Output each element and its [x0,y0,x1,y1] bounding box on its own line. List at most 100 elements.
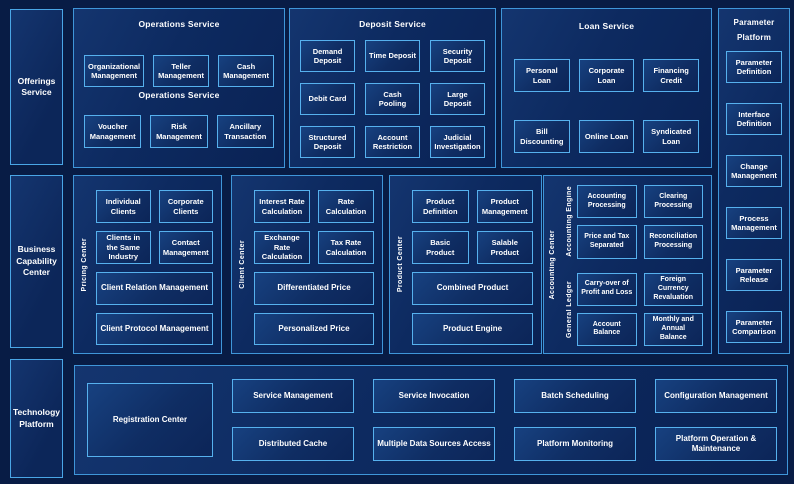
product-center-label: Product Center [396,236,404,293]
client-center-panel: Client Center Interest Rate Calculation … [231,175,383,354]
operations-service-title: Operations Service [138,19,220,29]
box-rate-calculation: Rate Calculation [318,190,374,223]
loan-service-title: Loan Service [578,21,635,31]
box-parameter-release: Parameter Release [726,259,782,291]
pricing-grid: Individual Clients Corporate Clients Cli… [96,190,213,264]
box-financing-credit: Financing Credit [643,59,700,92]
client-grid: Interest Rate Calculation Rate Calculati… [254,190,374,264]
box-platform-monitoring: Platform Monitoring [514,427,636,461]
box-personalized-price: Personalized Price [254,312,374,345]
box-online-loan: Online Loan [578,120,635,153]
box-security-deposit: Security Deposit [430,40,485,72]
box-corporate-clients: Corporate Clients [158,190,213,223]
box-configuration-management: Configuration Management [655,379,777,413]
box-teller-management: Teller Management [153,55,210,87]
box-interface-definition: Interface Definition [726,103,782,135]
box-account-restriction: Account Restriction [365,126,420,158]
box-voucher-management: Voucher Management [84,115,142,148]
box-ancillary-transaction: Ancillary Transaction [216,115,274,148]
box-platform-operation-maintenance: Platform Operation & Maintenance [655,427,777,461]
box-service-invocation: Service Invocation [373,379,495,413]
box-product-management: Product Management [476,190,533,223]
technology-platform-label: Technology Platform [12,407,61,429]
box-registration-center: Registration Center [87,383,213,457]
box-price-and-tax-separated: Price and Tax Separated [577,225,637,259]
box-contact-management: Contact Management [158,231,213,264]
parameter-platform-title-line1: Parameter [733,18,775,27]
box-monthly-and-annual-balance: Monthly and Annual Balance [643,312,703,346]
loan-row-1: Personal Loan Corporate Loan Financing C… [514,59,700,92]
deposit-service-panel: Deposit Service Demand Deposit Time Depo… [289,8,496,168]
box-combined-product: Combined Product [412,272,533,305]
box-client-protocol-management: Client Protocol Management [96,312,213,345]
tech-column-4: Configuration Management Platform Operat… [655,379,777,461]
box-personal-loan: Personal Loan [514,59,570,92]
sidebar-item-business-capability-center: Business Capability Center [10,175,63,348]
sidebar-item-offerings-service: Offerings Service [10,9,63,165]
product-center-panel: Product Center Product Definition Produc… [389,175,542,354]
box-judicial-investigation: Judicial Investigation [430,126,485,158]
tech-column-2: Service Invocation Multiple Data Sources… [373,379,495,461]
box-salable-product: Salable Product [476,231,533,264]
box-parameter-definition: Parameter Definition [726,51,782,83]
operations-row-2: Voucher Management Risk Management Ancil… [84,115,274,148]
box-time-deposit: Time Deposit [365,40,420,72]
box-distributed-cache: Distributed Cache [232,427,354,461]
box-client-relation-management: Client Relation Management [96,272,213,305]
box-tax-rate-calculation: Tax Rate Calculation [318,231,374,264]
product-grid: Product Definition Product Management Ba… [412,190,533,264]
accounting-engine-grid: Accounting Processing Clearing Processin… [577,185,703,259]
business-capability-center-label: Business Capability Center [16,244,57,278]
pricing-center-label: Pricing Center [80,237,88,292]
accounting-center-content: Accounting Engine Accounting Processing … [561,176,711,353]
box-clients-in-the-same-industry: Clients in the Same Industry [96,231,151,264]
pricing-center-label-strip: Pricing Center [74,176,94,353]
tech-column-3: Batch Scheduling Platform Monitoring [514,379,636,461]
box-debit-card: Debit Card [300,83,355,115]
sidebar-item-technology-platform: Technology Platform [10,359,63,478]
box-demand-deposit: Demand Deposit [300,40,355,72]
client-center-content: Interest Rate Calculation Rate Calculati… [252,176,382,353]
box-large-deposit: Large Deposit [430,83,485,115]
general-ledger-group: General Ledger Carry-over of Profit and … [561,272,703,347]
operations-service-panel: Operations Service Organizational Manage… [73,8,285,168]
accounting-center-label-strip: Accounting Center [544,176,561,353]
box-batch-scheduling: Batch Scheduling [514,379,636,413]
box-process-management: Process Management [726,207,782,239]
accounting-engine-label: Accounting Engine [565,186,573,258]
box-product-definition: Product Definition [412,190,469,223]
deposit-service-title: Deposit Service [359,19,426,29]
general-ledger-grid: Carry-over of Profit and Loss Foreign Cu… [577,272,703,346]
parameter-boxes: Parameter Definition Interface Definitio… [726,51,782,343]
client-center-label-strip: Client Center [232,176,252,353]
box-reconciliation-processing: Reconciliation Processing [643,225,703,259]
box-parameter-comparison: Parameter Comparison [726,311,782,343]
accounting-center-label: Accounting Center [549,229,556,300]
box-risk-management: Risk Management [150,115,208,148]
operations-service-mid-label: Operations Service [138,90,220,100]
technology-platform-panel: Registration Center Service Management D… [74,365,788,475]
loan-row-2: Bill Discounting Online Loan Syndicated … [514,120,700,153]
box-cash-management: Cash Management [218,55,274,87]
box-cash-pooling: Cash Pooling [365,83,420,115]
box-syndicated-loan: Syndicated Loan [643,120,700,153]
box-individual-clients: Individual Clients [96,190,151,223]
box-interest-rate-calculation: Interest Rate Calculation [254,190,310,223]
general-ledger-label-strip: General Ledger [561,273,577,347]
tech-column-1: Service Management Distributed Cache [232,379,354,461]
operations-row-1: Organizational Management Teller Managem… [84,55,274,87]
accounting-center-panel: Accounting Center Accounting Engine Acco… [543,175,712,354]
box-carry-over-of-profit-and-loss: Carry-over of Profit and Loss [577,272,637,306]
accounting-engine-label-strip: Accounting Engine [561,185,577,259]
box-exchange-rate-calculation: Exchange Rate Calculation [254,231,310,264]
pricing-center-panel: Pricing Center Individual Clients Corpor… [73,175,222,354]
box-differentiated-price: Differentiated Price [254,272,374,305]
box-change-management: Change Management [726,155,782,187]
parameter-platform-title-line2: Platform [736,33,772,42]
accounting-engine-group: Accounting Engine Accounting Processing … [561,185,703,259]
general-ledger-label: General Ledger [565,280,573,338]
box-multiple-data-sources-access: Multiple Data Sources Access [373,427,495,461]
loan-service-panel: Loan Service Personal Loan Corporate Loa… [501,8,712,168]
offerings-service-label: Offerings Service [17,75,56,97]
